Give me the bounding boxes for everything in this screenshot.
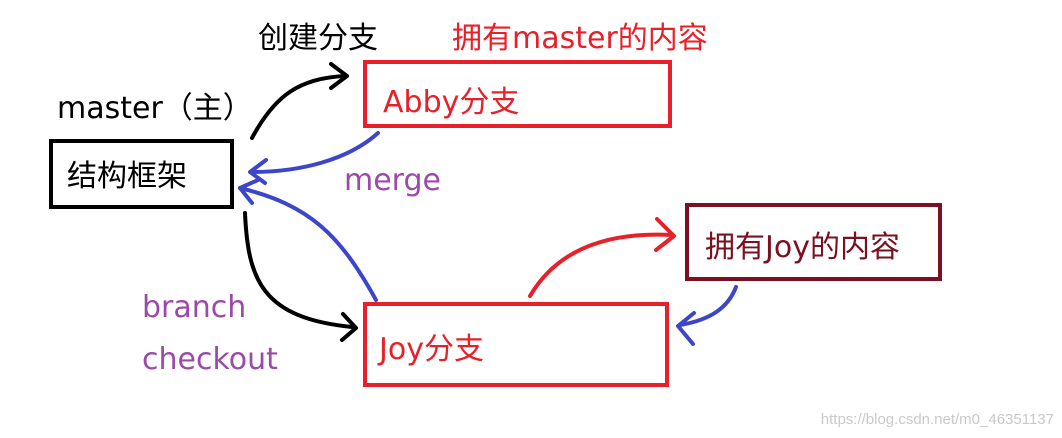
joy-content-node: 拥有Joy的内容: [685, 203, 942, 281]
arrow-checkout: [243, 211, 354, 329]
arrow-create-branch: [250, 74, 347, 140]
master-label: master（主）: [57, 91, 253, 126]
arrow-commit-joy: [678, 285, 738, 327]
checkout-label: checkout: [142, 342, 278, 377]
arrow-merge-joy: [238, 186, 378, 302]
framework-node-label: 结构框架: [67, 159, 187, 194]
arrow-merge-joy-head: [238, 178, 260, 205]
arrow-create-branch-head: [329, 62, 349, 90]
abby-branch-label: Abby分支: [383, 85, 520, 120]
branch-label: branch: [142, 290, 247, 325]
joy-branch-label: Joy分支: [379, 332, 484, 367]
arrow-develop-joy: [528, 232, 674, 298]
arrow-merge-abby-head: [248, 158, 268, 185]
watermark: https://blog.csdn.net/m0_46351137: [820, 411, 1054, 428]
merge-label: merge: [344, 163, 441, 198]
has-master-content-label: 拥有master的内容: [452, 21, 708, 56]
arrow-develop-joy-head: [654, 217, 676, 252]
framework-node: 结构框架: [49, 139, 234, 209]
arrow-merge-abby: [250, 131, 380, 174]
create-branch-label: 创建分支: [258, 21, 378, 56]
joy-branch-node: Joy分支: [363, 302, 669, 387]
abby-branch-node: Abby分支: [363, 60, 672, 128]
arrow-checkout-head: [340, 312, 358, 342]
joy-content-label: 拥有Joy的内容: [705, 230, 900, 265]
arrow-commit-joy-head: [676, 311, 696, 346]
